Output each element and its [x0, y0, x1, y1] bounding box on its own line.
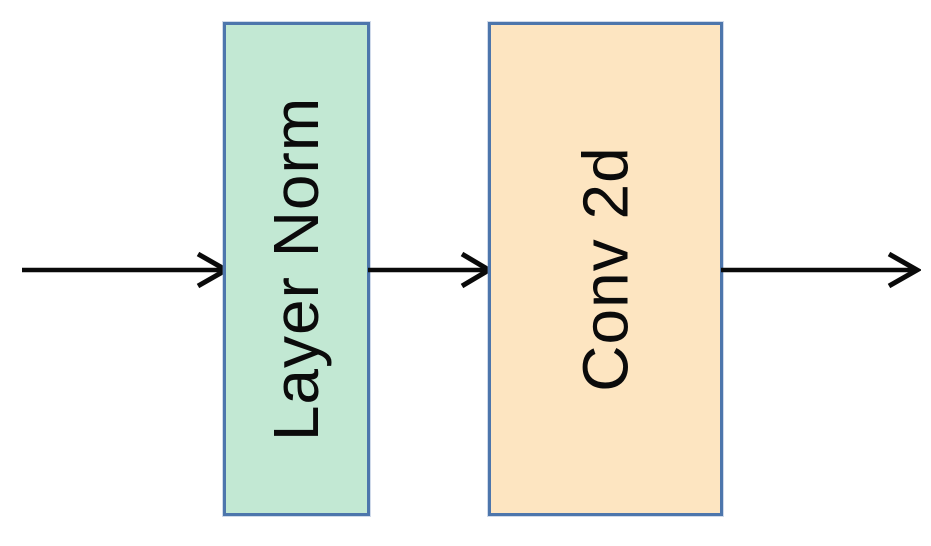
node-conv-2d: Conv 2d — [488, 22, 723, 516]
output-arrow-icon — [721, 251, 921, 289]
node-layer-norm-label: Layer Norm — [260, 96, 333, 442]
node-conv-2d-label: Conv 2d — [569, 146, 642, 392]
node-layer-norm: Layer Norm — [223, 22, 370, 516]
input-arrow-icon — [22, 251, 230, 289]
connector-arrow-icon — [368, 251, 493, 289]
